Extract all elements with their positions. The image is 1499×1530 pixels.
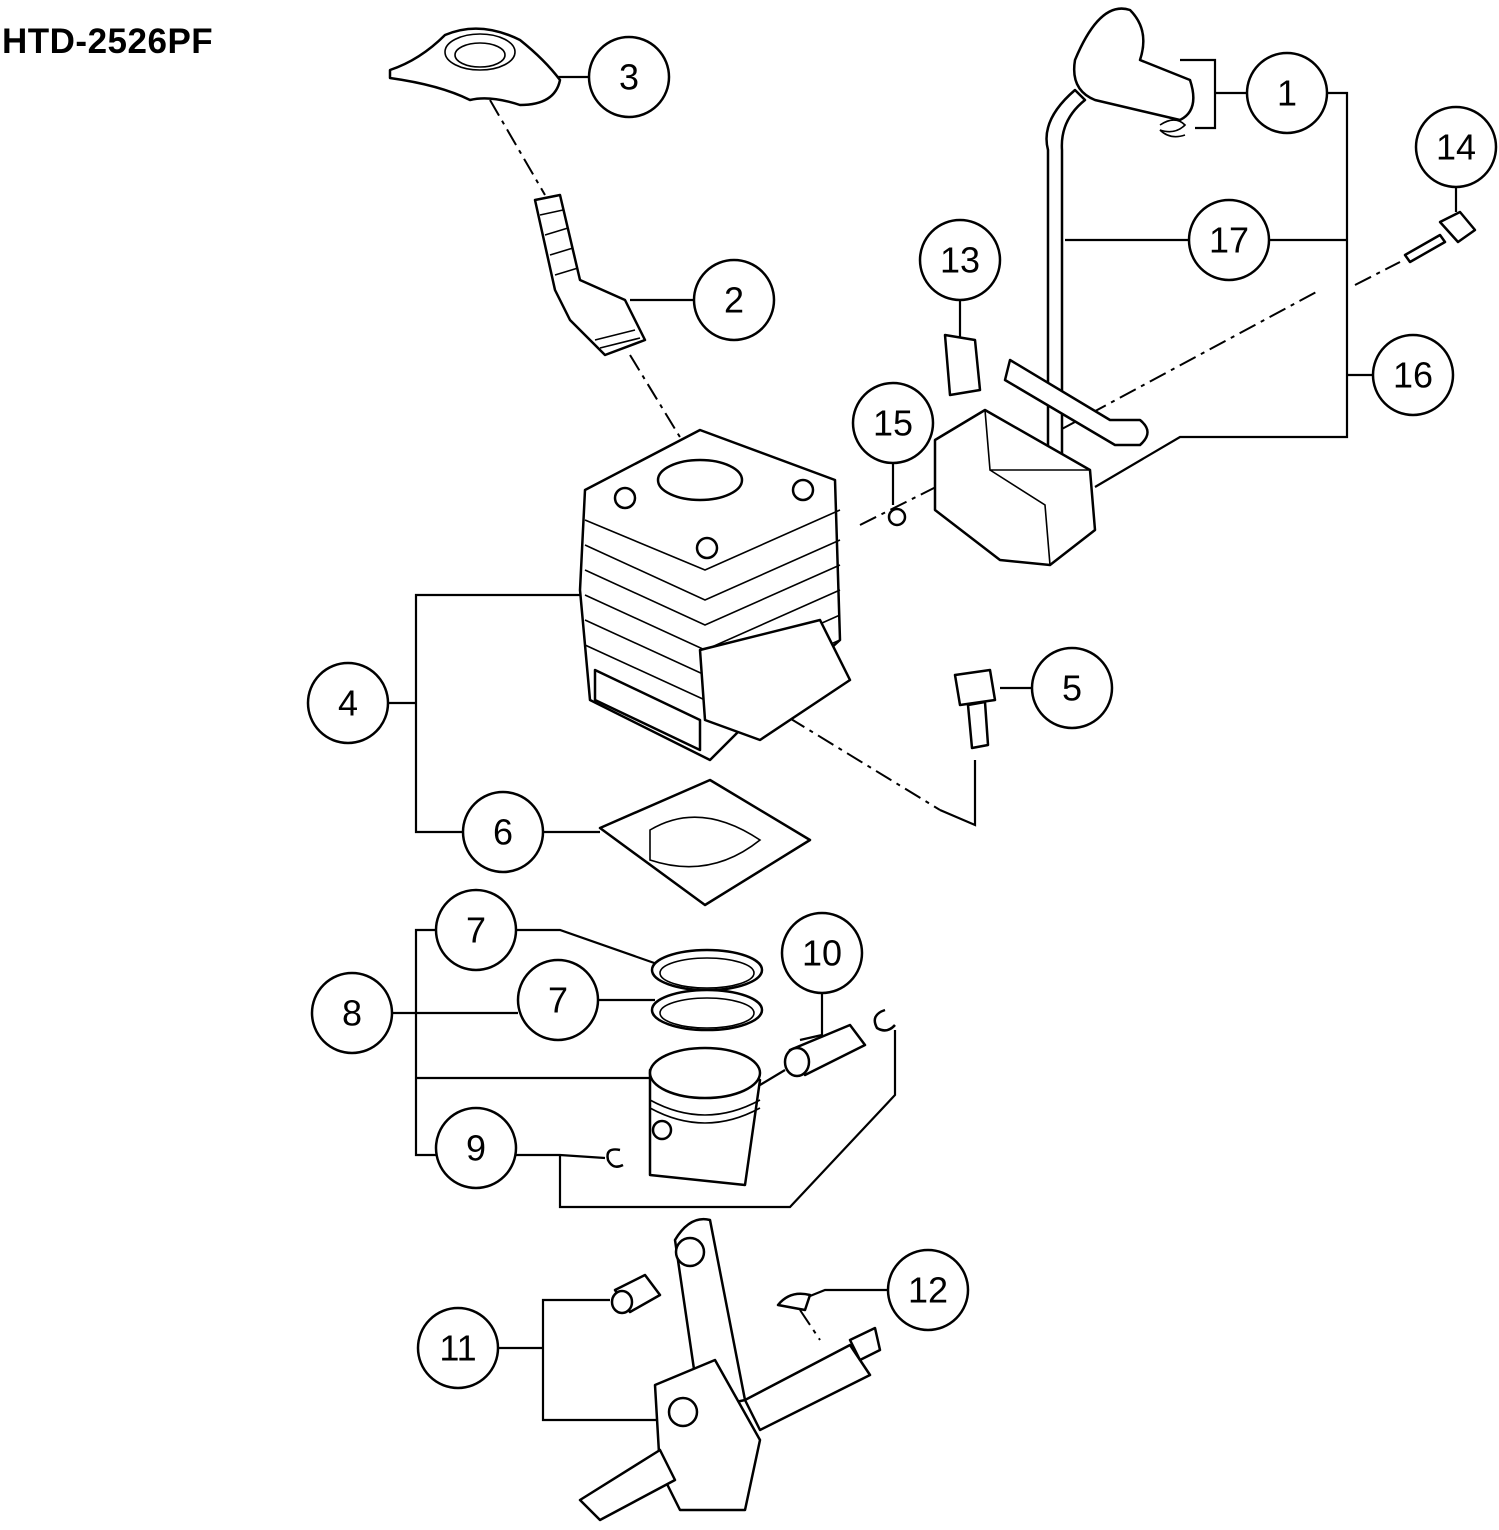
svg-text:3: 3 bbox=[619, 57, 639, 98]
spark-plug-cap-part bbox=[388, 27, 562, 107]
leader-lines bbox=[388, 58, 1458, 1422]
callout-14: 14 bbox=[1414, 105, 1498, 189]
callout-17: 17 bbox=[1187, 198, 1271, 282]
callout-6: 6 bbox=[461, 790, 545, 874]
callout-11: 11 bbox=[416, 1306, 500, 1390]
ignition-coil-part bbox=[933, 333, 1149, 567]
gasket-part bbox=[598, 778, 812, 907]
callout-4: 4 bbox=[306, 661, 390, 745]
svg-text:17: 17 bbox=[1209, 220, 1249, 261]
callout-16: 16 bbox=[1371, 333, 1455, 417]
svg-text:8: 8 bbox=[342, 993, 362, 1034]
svg-text:14: 14 bbox=[1436, 127, 1476, 168]
circlip-part bbox=[606, 1008, 896, 1168]
callout-3: 3 bbox=[587, 35, 671, 119]
callout-13: 13 bbox=[918, 218, 1002, 302]
spark-plug-part bbox=[533, 193, 647, 357]
washer-part bbox=[887, 507, 907, 527]
svg-text:1: 1 bbox=[1277, 73, 1297, 114]
svg-text:6: 6 bbox=[493, 812, 513, 853]
crankshaft-part bbox=[578, 1217, 882, 1522]
callout-7-lower: 7 bbox=[516, 958, 600, 1042]
callout-8: 8 bbox=[310, 971, 394, 1055]
woodruff-key-part bbox=[776, 1292, 812, 1312]
callout-7-upper: 7 bbox=[434, 888, 518, 972]
piston-part bbox=[648, 1046, 762, 1187]
cylinder-part bbox=[578, 428, 852, 762]
callout-5: 5 bbox=[1030, 646, 1114, 730]
svg-text:5: 5 bbox=[1062, 668, 1082, 709]
bolt-part bbox=[953, 668, 997, 750]
bolt-part bbox=[1403, 210, 1477, 264]
svg-text:15: 15 bbox=[873, 403, 913, 444]
svg-text:9: 9 bbox=[466, 1128, 486, 1169]
svg-text:2: 2 bbox=[724, 280, 744, 321]
diagram-title: HTD-2526PF bbox=[2, 22, 214, 61]
svg-text:10: 10 bbox=[802, 933, 842, 974]
svg-text:11: 11 bbox=[439, 1328, 476, 1369]
callout-15: 15 bbox=[851, 381, 935, 465]
callout-12: 12 bbox=[886, 1248, 970, 1332]
needle-bearing-part bbox=[610, 1273, 662, 1315]
svg-text:4: 4 bbox=[338, 683, 358, 724]
callout-10: 10 bbox=[780, 911, 864, 995]
svg-text:7: 7 bbox=[548, 980, 568, 1021]
piston-pin-part bbox=[783, 1023, 867, 1078]
svg-text:12: 12 bbox=[908, 1270, 948, 1311]
piston-ring-part bbox=[650, 948, 764, 1032]
callout-1: 1 bbox=[1245, 51, 1329, 135]
svg-text:13: 13 bbox=[940, 240, 980, 281]
callout-9: 9 bbox=[434, 1106, 518, 1190]
svg-text:7: 7 bbox=[466, 910, 486, 951]
callout-2: 2 bbox=[692, 258, 776, 342]
svg-text:16: 16 bbox=[1393, 355, 1433, 396]
